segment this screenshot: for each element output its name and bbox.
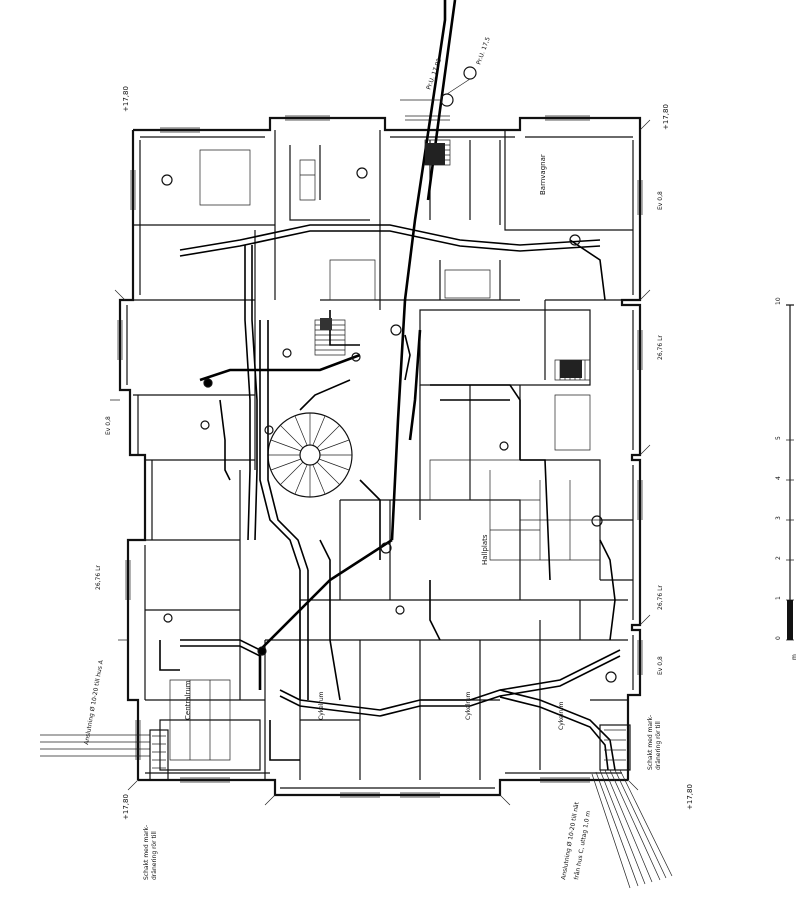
dimension-ticks: [110, 119, 651, 806]
ev-label-1: Ev 0,8: [105, 416, 112, 435]
scale-bar: m 0 1 2 3 4 5 10: [775, 297, 798, 660]
ev-label-3: Ev 0,8: [657, 656, 664, 675]
room-label-barnvagnar: Barnvagnar: [539, 154, 547, 195]
scale-tick-2: 2: [775, 556, 782, 560]
room-label-cykelrum-2: Cykelrum: [465, 691, 472, 720]
shaft-blocks: [320, 143, 582, 378]
scale-tick-10: 10: [775, 297, 782, 305]
left-note-line-1: Anslutning Ø 10-20 till hus A: [83, 659, 105, 746]
room-label-centralrum: Centralrum: [184, 680, 192, 720]
interior-walls: [128, 130, 633, 780]
entry-pipe-bundle: [591, 724, 673, 889]
ev-label-2: Ev 0,8: [657, 191, 664, 210]
level-label-bottom-left: +17,80: [122, 794, 130, 820]
outer-walls: [118, 116, 642, 797]
scale-unit: m: [791, 654, 798, 660]
scale-tick-0: 0: [775, 636, 782, 640]
left-note-line-3: dränering rör till: [151, 831, 158, 880]
scale-tick-1: 1: [775, 596, 782, 600]
elevation-right-2: 26,76 Lr: [657, 585, 664, 610]
level-label-bottom-right: +17,80: [686, 784, 694, 810]
fixtures: [161, 167, 617, 683]
level-label-top-left: +17,80: [122, 86, 130, 112]
pipe-bundles: [159, 224, 621, 771]
windows: [117, 115, 643, 798]
spiral-stair: [267, 412, 353, 498]
level-label-top-right: +17,80: [662, 104, 670, 130]
service-mark-2: Pr.U. 17,5: [475, 36, 492, 66]
left-note-line-2: Schakt med mark-: [143, 825, 150, 880]
scale-tick-5: 5: [775, 436, 782, 440]
storage-cells: [169, 149, 600, 761]
main-pipes: [199, 0, 521, 690]
room-label-cykelrum-1: Cykelrum: [318, 691, 325, 720]
left-entry-pipes: [40, 729, 169, 781]
elevation-left: 26,76 Lr: [95, 565, 102, 590]
room-labels: +17,80 +17,80 +17,80 +17,80 Barnvagnar H…: [95, 36, 694, 820]
elevation-right-1: 26,76 Lr: [657, 335, 664, 360]
right-note-line-2: dränering rör till: [655, 721, 662, 770]
room-label-hallplats: Hallplats: [481, 534, 489, 565]
scale-tick-4: 4: [775, 476, 782, 480]
room-label-cykelrum-3: Cykelrum: [558, 701, 565, 730]
right-note-line-1: Schakt med mark-: [647, 715, 654, 770]
top-service-line: [400, 66, 477, 107]
scale-tick-3: 3: [775, 516, 782, 520]
